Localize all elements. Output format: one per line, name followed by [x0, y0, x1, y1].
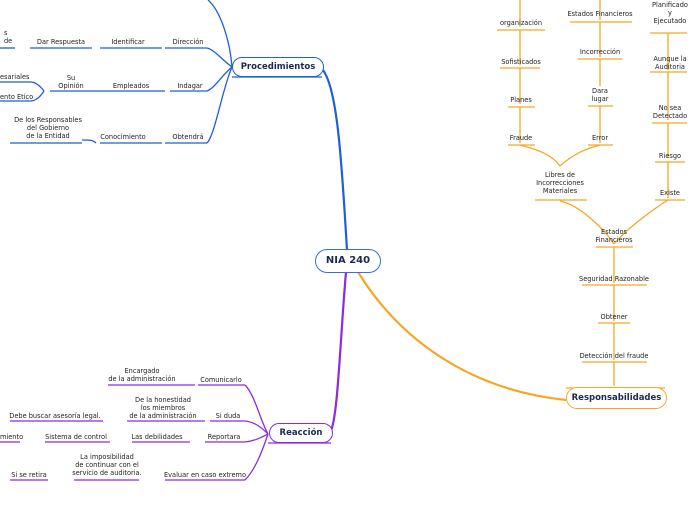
node-aunque-auditoria[interactable]: Aunque la Auditoria — [653, 55, 687, 71]
node-etico[interactable]: ento Etico — [0, 93, 34, 101]
node-indagar[interactable]: Indagar — [177, 82, 203, 90]
node-asesoria-legal[interactable]: Debe buscar asesoría legal. — [9, 412, 101, 420]
node-miento[interactable]: miento — [0, 433, 24, 441]
node-error[interactable]: Error — [591, 134, 609, 142]
node-fraude[interactable]: Fraude — [509, 134, 533, 142]
node-sistema-control[interactable]: Sistema de control — [45, 433, 107, 441]
node-debilidades[interactable]: Las debilidades — [131, 433, 183, 441]
node-responsables-gobierno[interactable]: De los Responsables del Gobierno de la E… — [14, 116, 82, 140]
node-libres-incorrecciones[interactable]: Libres de Incorrecciones Materiales — [536, 171, 584, 195]
node-si-se-retira[interactable]: Si se retira — [11, 471, 47, 479]
node-obtener[interactable]: Obtener — [600, 313, 628, 321]
node-existe[interactable]: Existe — [660, 189, 680, 197]
root-to-reaccion — [329, 271, 348, 434]
node-seguridad-razonable[interactable]: Seguridad Razonable — [579, 275, 649, 283]
node-identificar[interactable]: Identificar — [111, 38, 145, 46]
node-dara-lugar[interactable]: Dara lugar — [591, 87, 609, 103]
root-node-nia-240[interactable]: NIA 240 — [315, 249, 381, 273]
node-estados-financieros[interactable]: Estados Financieros — [595, 228, 633, 244]
node-planes[interactable]: Planes — [510, 96, 532, 104]
node-organizacion[interactable]: organización — [499, 19, 543, 27]
node-direccion[interactable]: Dirección — [172, 38, 204, 46]
topic-reaccion[interactable]: Reacción — [269, 423, 333, 443]
node-planificado-ejecutado[interactable]: Planificado y Ejecutado — [652, 1, 688, 25]
node-incorreccion[interactable]: Incorrección — [579, 48, 621, 56]
topic-responsabilidades[interactable]: Responsabilidades — [566, 387, 667, 409]
node-obtendra[interactable]: Obtendrá — [172, 133, 204, 141]
node-estados-financieros-top[interactable]: Estados Financieros — [567, 10, 633, 18]
node-dar-respuesta[interactable]: Dar Respuesta — [36, 38, 86, 46]
root-to-procedimientos — [319, 66, 349, 251]
node-honestidad-miembros[interactable]: De la honestidad los miembros de la admi… — [129, 396, 197, 420]
node-su-opinion[interactable]: Su Opinión — [58, 74, 84, 90]
root-to-responsabilidades — [357, 271, 567, 402]
node-conocimiento[interactable]: Conocimiento — [100, 133, 146, 141]
node-no-sea-detectado[interactable]: No sea Detectado — [652, 104, 688, 120]
node-si-duda[interactable]: Si duda — [215, 412, 241, 420]
node-deteccion-fraude[interactable]: Detección del fraude — [579, 352, 649, 360]
node-evaluar-extremo[interactable]: Evaluar en caso extremo — [163, 471, 247, 479]
node-encargado-administracion[interactable]: Encargado de la administración — [108, 367, 176, 383]
node-empleados[interactable]: Empleados — [112, 82, 150, 90]
node-sofisticados[interactable]: Sofisticados — [501, 58, 541, 66]
node-imposibilidad[interactable]: La imposibilidad de continuar con el ser… — [72, 453, 142, 477]
topic-procedimientos[interactable]: Procedimientos — [232, 57, 324, 77]
node-cut-top[interactable]: s de — [4, 29, 13, 45]
node-reportara[interactable]: Reportara — [207, 433, 241, 441]
node-comunicarlo[interactable]: Comunicarlo — [200, 376, 242, 384]
node-empresariales[interactable]: esariales — [0, 73, 30, 81]
node-riesgo[interactable]: Riesgo — [658, 152, 682, 160]
